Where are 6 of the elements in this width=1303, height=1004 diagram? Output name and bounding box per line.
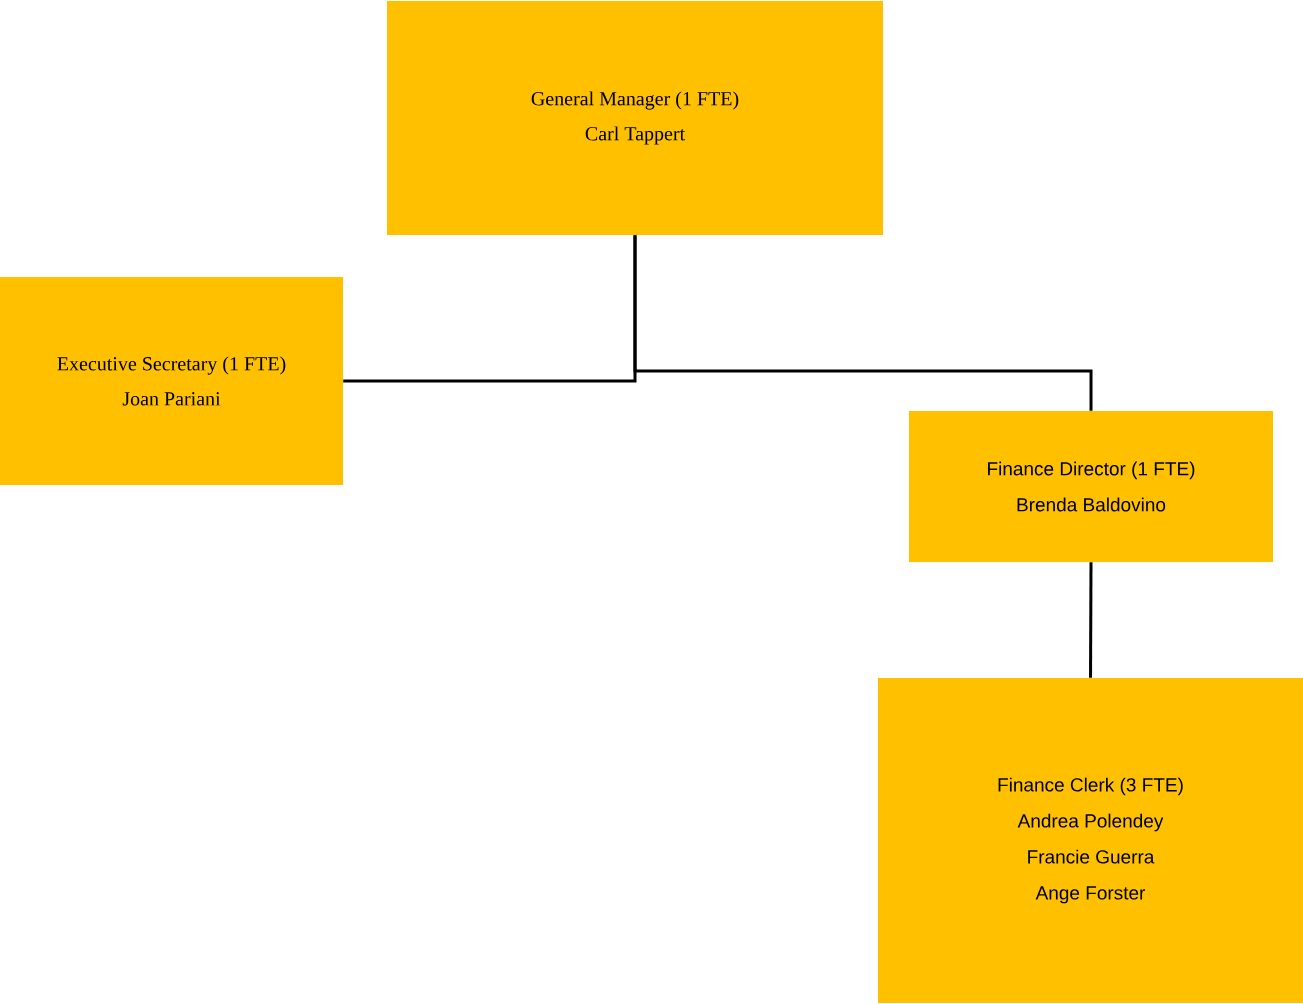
connector-line bbox=[633, 235, 1093, 411]
org-box: Finance Director (1 FTE) Brenda Baldovino bbox=[909, 411, 1273, 562]
org-box: General Manager (1 FTE) Carl Tappert bbox=[387, 1, 883, 235]
org-box: Finance Clerk (3 FTE) Andrea Polendey Francie Guerra Ange Forster bbox=[878, 678, 1303, 1003]
org-box: Executive Secretary (1 FTE) Joan Pariani bbox=[0, 277, 343, 485]
connector-line bbox=[1089, 562, 1093, 678]
